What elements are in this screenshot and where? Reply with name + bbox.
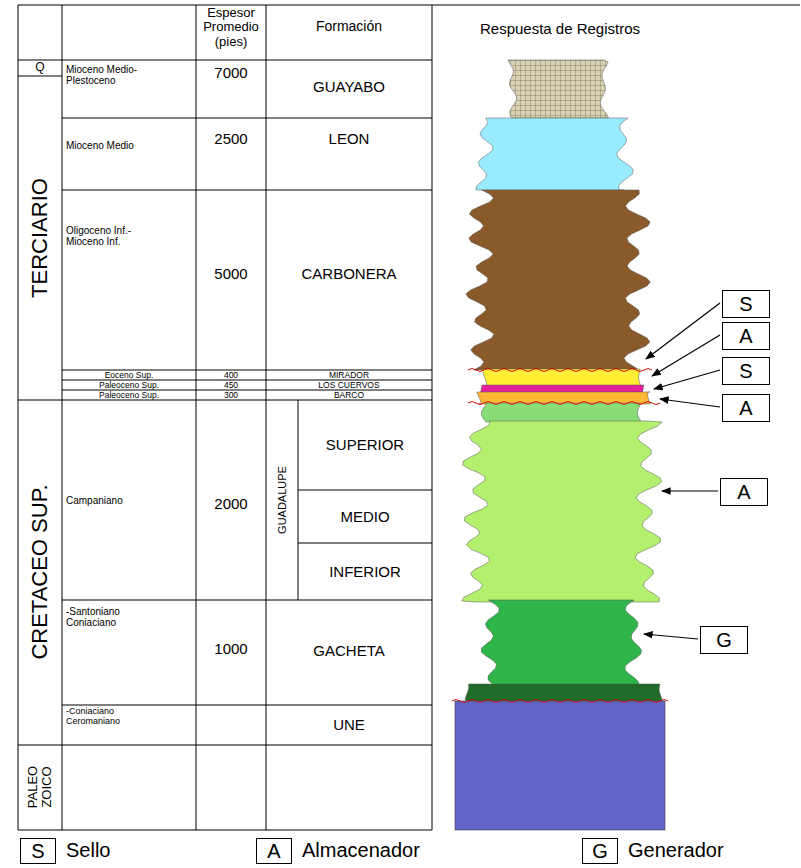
callout-box: G: [700, 626, 748, 654]
legend-text: Sello: [66, 838, 110, 862]
callout-box: A: [722, 394, 770, 422]
log-unit: [508, 60, 609, 118]
leader-line: [646, 303, 720, 359]
leader-line: [644, 634, 698, 639]
callout-letter: A: [739, 397, 752, 419]
callout-letter: A: [737, 481, 750, 503]
unconformities: [452, 369, 668, 703]
age-label: Paleoceno Sup.: [64, 390, 194, 400]
formation-name: MEDIO: [298, 508, 432, 525]
thickness-value: 1000: [196, 640, 266, 657]
unconformity-line: [468, 402, 660, 405]
legend-key: S: [20, 838, 56, 864]
thickness-value: 2000: [196, 495, 266, 512]
table-lines: [18, 5, 800, 830]
legend-text: Almacenador: [302, 838, 420, 862]
leader-line: [654, 370, 720, 389]
age-label: Oligoceno Inf.-Mioceno Inf.: [66, 225, 156, 247]
callout-letter: S: [739, 360, 752, 382]
leader-line: [662, 490, 718, 491]
log-unit: [477, 392, 650, 404]
callout-box: S: [722, 290, 770, 318]
age-label: -Santoniano Coniaciano: [66, 606, 146, 628]
formation-name: INFERIOR: [298, 563, 432, 580]
callout-box: S: [722, 357, 770, 385]
age-label: Campaniano: [66, 495, 192, 507]
formation-name: GACHETA: [266, 642, 432, 659]
leader-line: [652, 335, 720, 376]
formation-name: GUAYABO: [266, 78, 432, 95]
age-label: Mioceno Medio-Plestoceno: [66, 64, 152, 86]
log-unit: [481, 600, 641, 686]
age-label: Paleoceno Sup.: [64, 380, 194, 390]
guadalupe-lines: [298, 400, 432, 600]
callout-letter: S: [739, 293, 752, 315]
log-unit: [462, 421, 662, 602]
legend-text: Generador: [628, 838, 724, 862]
formation-name: UNE: [266, 716, 432, 733]
log-unit: [476, 118, 634, 190]
unconformity-line: [468, 369, 652, 372]
formation-name: GUADALUPE: [276, 466, 289, 534]
column-header: Respuesta de Registros: [440, 20, 680, 37]
callout-box: A: [720, 478, 768, 506]
formation-name: MIRADOR: [266, 370, 432, 380]
leader-line: [660, 399, 720, 407]
thickness-value: 5000: [196, 265, 266, 282]
age-label: Eoceno Sup.: [64, 370, 194, 380]
log-unit: [481, 403, 641, 422]
log-unit: [466, 190, 651, 370]
paleozoic-basement: [455, 701, 665, 830]
column-header: Espesor Promedio (pies): [198, 6, 264, 49]
thickness-value: 450: [196, 380, 266, 390]
callout-letter: G: [716, 629, 732, 651]
age-label: Mioceno Medio: [66, 140, 192, 152]
column-header: Formación: [266, 18, 432, 34]
thickness-value: 400: [196, 370, 266, 380]
era-label: CRETACEO SUP.: [27, 484, 52, 659]
table-border: [18, 5, 800, 6]
era-label: TERCIARIO: [27, 178, 52, 298]
log-response: [462, 60, 663, 702]
era-label: PALEO ZOICO: [26, 755, 55, 819]
thickness-value: 300: [196, 390, 266, 400]
formation-name: LOS CUERVOS: [266, 380, 432, 390]
callout-letter: A: [739, 325, 752, 347]
row-lines: [18, 60, 432, 830]
formation-name: CARBONERA: [266, 265, 432, 282]
column-lines: [18, 5, 432, 830]
callout-box: A: [722, 322, 770, 350]
unconformity-line: [452, 700, 668, 703]
formation-name: BARCO: [266, 390, 432, 400]
legend-key: A: [256, 838, 292, 864]
age-label: -Coniaciano Ceromaniano: [66, 707, 146, 727]
era-label: Q: [18, 61, 62, 75]
legend-key: G: [582, 838, 618, 864]
formation-name: SUPERIOR: [298, 436, 432, 453]
thickness-value: 2500: [196, 130, 266, 147]
leader-lines: [644, 303, 720, 639]
formation-name: LEON: [266, 130, 432, 147]
thickness-value: 7000: [196, 64, 266, 81]
